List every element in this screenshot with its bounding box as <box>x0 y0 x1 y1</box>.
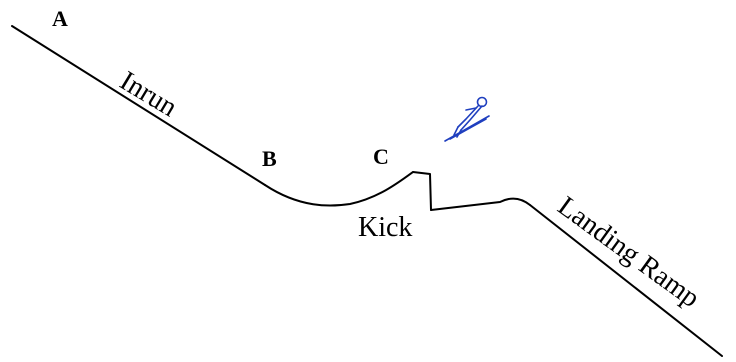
landing-ramp-slope <box>529 204 723 357</box>
kick-label: Kick <box>358 212 412 243</box>
inrun-label: Inrun <box>114 65 182 123</box>
point-b-label: B <box>262 146 277 171</box>
landing-ramp-label: Landing Ramp <box>552 191 705 314</box>
takeoff-table <box>412 171 432 211</box>
inrun-slope <box>11 25 266 186</box>
knoll <box>430 197 531 211</box>
ski-jumper-icon <box>444 96 490 142</box>
point-c-label: C <box>373 144 389 169</box>
point-a-label: A <box>52 6 68 31</box>
transition-curve <box>264 171 414 207</box>
